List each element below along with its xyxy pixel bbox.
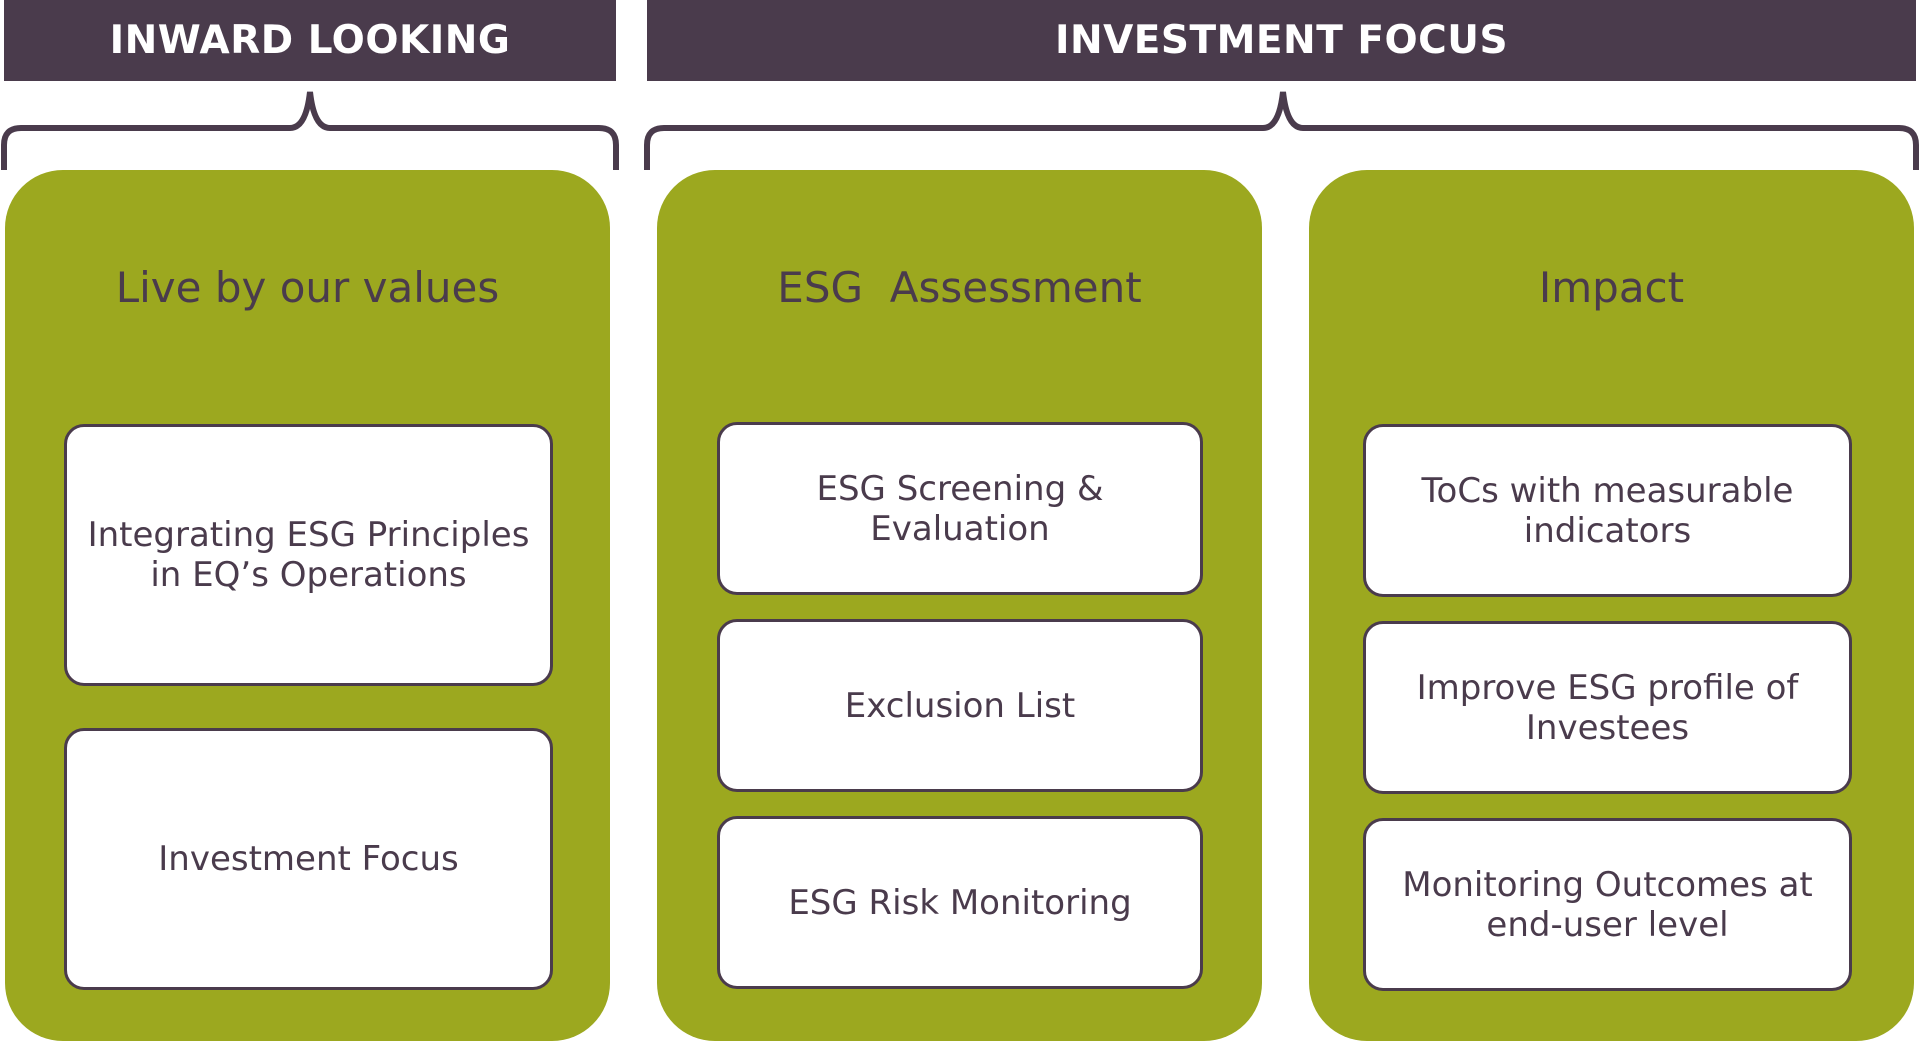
header-investment-focus-label: INVESTMENT FOCUS bbox=[1054, 18, 1509, 63]
brace-inward-looking bbox=[1, 91, 619, 170]
brace-investment-focus bbox=[644, 91, 1919, 170]
header-inward-looking-label: INWARD LOOKING bbox=[109, 18, 511, 63]
panel-live-by-our-values: Live by our values Integrating ESG Princ… bbox=[5, 170, 610, 1041]
card-label: ESG Risk Monitoring bbox=[788, 882, 1132, 923]
card-label: Investment Focus bbox=[158, 839, 459, 879]
card-label: Exclusion List bbox=[844, 685, 1076, 726]
panel-impact: Impact ToCs with measurable indicators I… bbox=[1309, 170, 1914, 1041]
card-investment-focus: Investment Focus bbox=[64, 728, 553, 990]
header-investment-focus: INVESTMENT FOCUS bbox=[647, 0, 1916, 81]
panel-esg-assessment: ESG Assessment ESG Screening & Evaluatio… bbox=[657, 170, 1262, 1041]
card-integrating-esg-principles: Integrating ESG Principles in EQ’s Opera… bbox=[64, 424, 553, 686]
card-esg-screening-evaluation: ESG Screening & Evaluation bbox=[717, 422, 1203, 595]
card-monitoring-outcomes: Monitoring Outcomes at end-user level bbox=[1363, 818, 1852, 991]
card-esg-risk-monitoring: ESG Risk Monitoring bbox=[717, 816, 1203, 989]
card-label: ToCs with measurable indicators bbox=[1421, 470, 1794, 551]
panel-title: Impact bbox=[1538, 263, 1685, 312]
card-label: Integrating ESG Principles in EQ’s Opera… bbox=[87, 515, 530, 595]
card-exclusion-list: Exclusion List bbox=[717, 619, 1203, 792]
card-tocs-measurable-indicators: ToCs with measurable indicators bbox=[1363, 424, 1852, 597]
header-inward-looking: INWARD LOOKING bbox=[4, 0, 616, 81]
card-label: Monitoring Outcomes at end-user level bbox=[1402, 864, 1813, 945]
card-label: Improve ESG profile of Investees bbox=[1416, 667, 1799, 748]
panel-title: Live by our values bbox=[115, 263, 500, 312]
card-label: ESG Screening & Evaluation bbox=[816, 468, 1104, 549]
card-improve-esg-profile: Improve ESG profile of Investees bbox=[1363, 621, 1852, 794]
panel-title: ESG Assessment bbox=[777, 263, 1142, 312]
